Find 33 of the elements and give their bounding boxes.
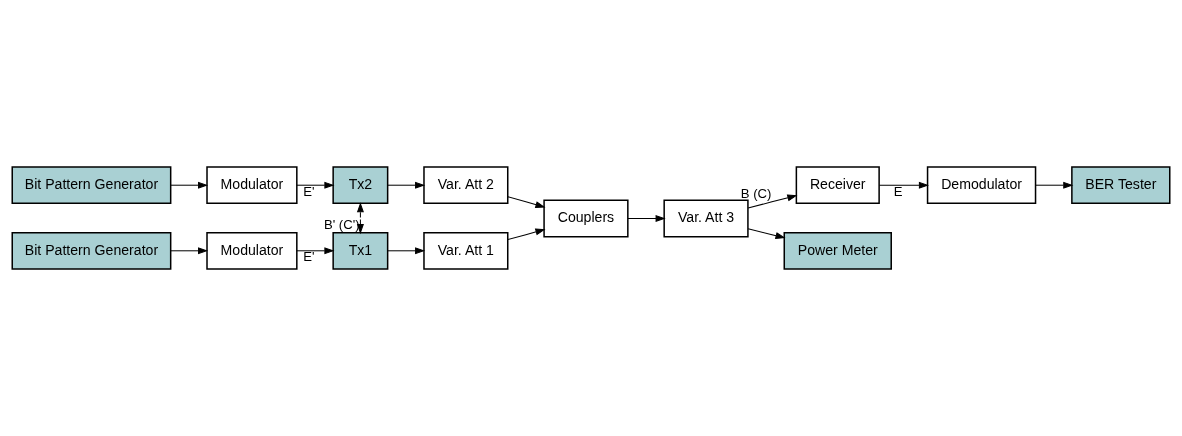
node-box: Receiver — [795, 166, 880, 205]
node-box: Var. Att 1 — [423, 231, 509, 270]
node-box: Bit Pattern Generator — [11, 231, 172, 270]
arrow — [878, 181, 929, 189]
arrow — [747, 228, 786, 240]
node-box: Power Meter — [783, 231, 892, 270]
node-box: Modulator — [206, 166, 298, 205]
node-box: Tx1 — [332, 231, 389, 270]
edge-label: E' — [303, 183, 315, 199]
node-box: Couplers — [543, 199, 629, 238]
node-box: BER Tester — [1071, 166, 1171, 205]
node-box: Var. Att 2 — [423, 166, 509, 205]
arrow — [296, 247, 335, 255]
arrow — [627, 214, 666, 223]
arrow — [747, 194, 798, 209]
edge-label: E' — [303, 249, 315, 265]
arrow — [170, 181, 209, 189]
node-box: Modulator — [206, 231, 298, 270]
arrow — [507, 196, 546, 209]
edge-label: E — [893, 183, 903, 199]
arrow — [387, 247, 426, 255]
arrow — [387, 181, 426, 189]
arrow — [507, 228, 546, 241]
node-box: Var. Att 3 — [663, 199, 749, 238]
node-box: Bit Pattern Generator — [11, 166, 172, 205]
arrow — [296, 181, 335, 189]
edge-label: B (C) — [740, 186, 772, 202]
arrow — [356, 202, 364, 235]
arrow — [170, 247, 209, 255]
node-box: Demodulator — [926, 166, 1037, 205]
node-box: Tx2 — [332, 166, 389, 205]
edge-label: B' (C') — [323, 216, 360, 232]
arrow — [1035, 181, 1074, 189]
